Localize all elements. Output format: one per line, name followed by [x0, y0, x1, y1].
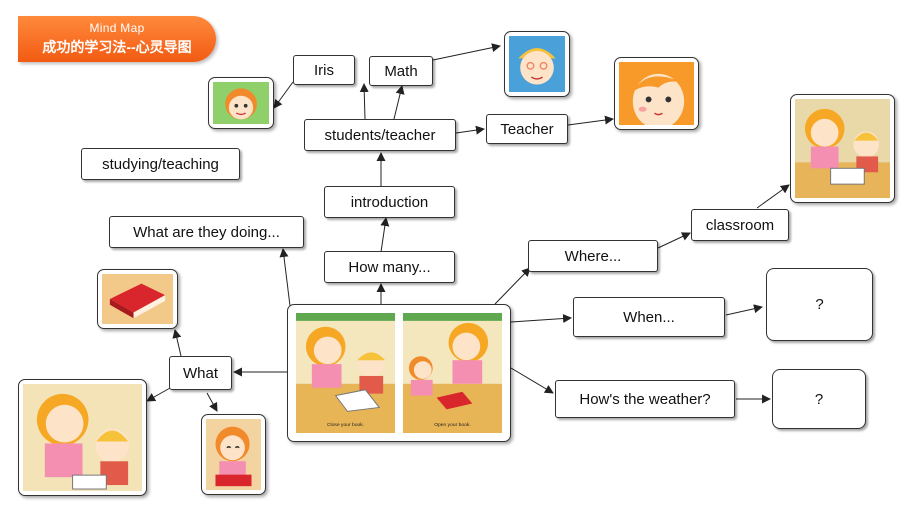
arrow-when-answer [725, 304, 763, 316]
arrow-students-math [393, 85, 405, 120]
iris-picture [208, 77, 274, 129]
left-caption: Close your book. [327, 422, 364, 428]
iris-reading-picture [201, 414, 266, 495]
node-how-many: How many... [324, 251, 455, 283]
node-what: What [169, 356, 232, 390]
classroom-comparison-icon: Close your book. Open your book. [296, 313, 502, 433]
math-picture [504, 31, 570, 97]
central-picture: Close your book. Open your book. [287, 304, 511, 442]
node-studying-teaching: studying/teaching [81, 148, 240, 180]
node-when-answer: ? [766, 268, 873, 341]
arrow-classroom-pic [756, 184, 790, 209]
arrow-where-classroom [657, 232, 691, 249]
book-icon [102, 274, 173, 324]
node-students-teacher: students/teacher [304, 119, 456, 151]
left-panel: Close your book. [296, 313, 396, 433]
right-caption: Open your book. [434, 422, 471, 428]
node-iris: Iris [293, 55, 355, 85]
title-banner: Mind Map 成功的学习法--心灵导图 [18, 16, 216, 62]
teacher-picture [614, 57, 699, 130]
arrow-students-teacher [455, 125, 485, 135]
node-classroom: classroom [691, 209, 789, 241]
node-introduction: introduction [324, 186, 455, 218]
arrow-students-iris [359, 83, 369, 120]
node-weather: How's the weather? [555, 380, 735, 418]
teacher-boy-picture [18, 379, 147, 496]
arrow-math-pic [432, 43, 501, 61]
title-chinese: 成功的学习法--心灵导图 [42, 39, 192, 55]
book-picture [97, 269, 178, 329]
boy-face-icon [509, 36, 565, 92]
node-weather-answer: ? [772, 369, 866, 429]
arrow-iris-pic [273, 81, 294, 109]
teacher-and-boy-icon [23, 384, 142, 491]
arrow-center-where [494, 267, 531, 305]
right-panel: Open your book. [402, 313, 502, 433]
arrow-center-weather [510, 367, 554, 394]
arrow-center-when [510, 314, 572, 324]
girl-face-icon [213, 82, 269, 124]
arrow-howmany-intro [380, 217, 390, 253]
arrow-teacher-pic [567, 115, 614, 126]
node-math: Math [369, 56, 433, 86]
node-where: Where... [528, 240, 658, 272]
node-when: When... [573, 297, 725, 337]
arrow-what-smallpic [206, 392, 218, 412]
arrow-what-bigpic [146, 387, 171, 402]
classroom-picture [790, 94, 895, 203]
girl-reading-icon [206, 419, 261, 490]
node-what-doing: What are they doing... [109, 216, 304, 248]
woman-face-icon [619, 62, 694, 125]
arrow-center-whatdoing [279, 248, 292, 315]
title-english: Mind Map [89, 21, 145, 35]
node-teacher: Teacher [486, 114, 568, 144]
arrow-what-book [172, 329, 182, 357]
classroom-scene-icon [795, 99, 890, 198]
